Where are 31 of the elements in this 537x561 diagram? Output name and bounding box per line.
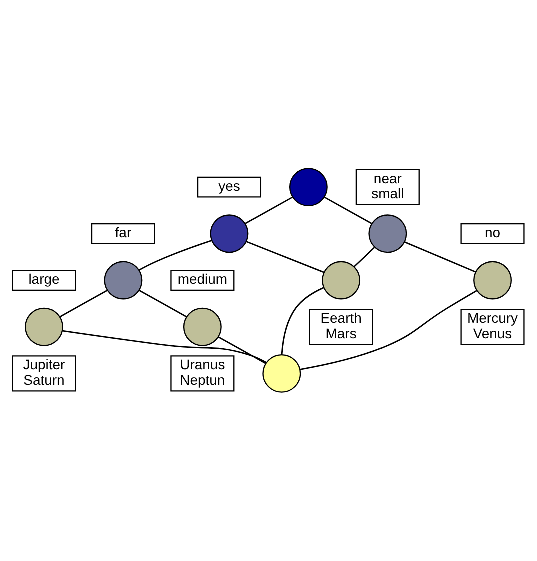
node-label: Jupiter Saturn	[23, 356, 66, 388]
node-label: large	[28, 271, 60, 288]
node-circle	[25, 308, 64, 346]
connector	[139, 290, 188, 318]
node-circle	[322, 261, 361, 300]
connector	[324, 196, 372, 224]
node-label: no	[484, 224, 501, 241]
connector	[246, 241, 324, 274]
connector	[300, 290, 478, 370]
connector	[245, 196, 293, 224]
node-circle	[289, 168, 328, 207]
connector	[138, 240, 212, 271]
node-circle	[183, 308, 222, 346]
connector	[218, 336, 266, 364]
node-label: near small	[372, 170, 404, 202]
connector	[281, 287, 324, 355]
node-circle	[368, 214, 408, 254]
node-circle	[104, 261, 143, 300]
node-circle	[262, 354, 302, 393]
node-label: Eearth Mars	[320, 310, 362, 342]
connector	[404, 242, 476, 273]
node-label: yes	[218, 178, 240, 194]
node-label: Mercury Venus	[468, 310, 518, 342]
node-circle	[474, 261, 512, 300]
node-label: far	[115, 224, 132, 241]
connector	[62, 330, 267, 364]
connector	[354, 247, 376, 268]
connector	[60, 290, 108, 318]
node-circle	[210, 214, 249, 254]
node-label: Uranus Neptun	[180, 356, 226, 388]
node-label: medium	[178, 271, 228, 288]
